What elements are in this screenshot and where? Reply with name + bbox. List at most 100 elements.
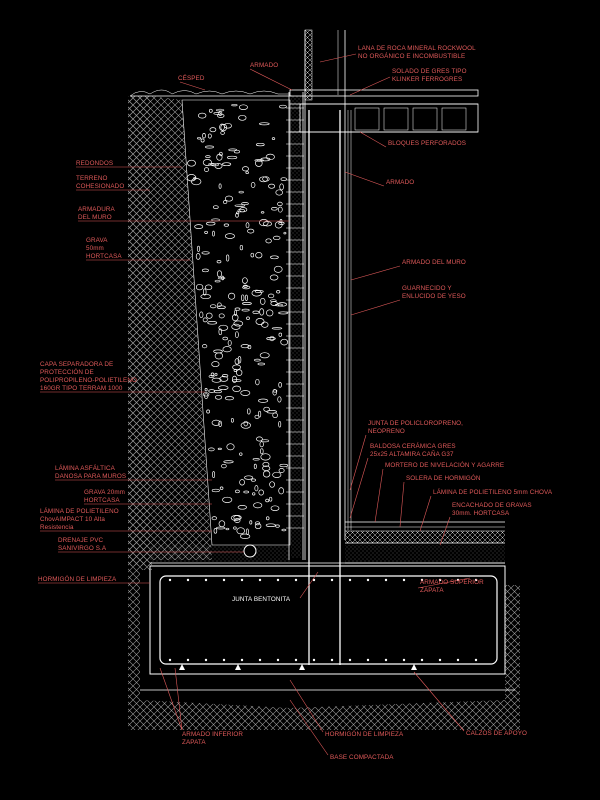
gravel-stone (213, 390, 222, 394)
label-grava-3: HORTCASA (86, 253, 122, 260)
gravel-stone (274, 221, 283, 229)
label-armado-top: ARMADO (250, 62, 278, 69)
gravel-stone (231, 323, 241, 330)
gravel-stone (238, 190, 244, 194)
gravel-stone (259, 308, 265, 316)
gravel-stone (280, 338, 289, 346)
rebar-section (366, 578, 370, 582)
gravel-stone (279, 463, 289, 468)
gravel-stone (226, 443, 235, 451)
gravel-stone (206, 312, 213, 319)
gravel-stone (218, 328, 223, 336)
gravel-stone (265, 498, 270, 503)
gravel-stone (252, 492, 256, 496)
label-base: BASE COMPACTADA (330, 754, 394, 761)
rebar-section (420, 658, 424, 662)
gravel-stone (202, 133, 206, 139)
gravel-stone (208, 447, 215, 452)
label-armadura-2: DEL MURO (78, 214, 112, 221)
gravel-stone (244, 294, 248, 301)
gravel-stone (268, 183, 276, 189)
gravel-stone (266, 410, 277, 414)
gravel-stone (212, 230, 215, 237)
gravel-stone (241, 294, 245, 302)
label-armado-mid: ARMADO (386, 179, 414, 186)
gravel-stone (279, 104, 287, 109)
leader-line (349, 76, 391, 96)
gravel-stone (202, 392, 210, 397)
leader-line (419, 495, 432, 532)
label-armado-sup-2: ZAPATA (420, 587, 444, 594)
gravel-stone (271, 327, 283, 330)
label-baldosa-1: BALDOSA CERÁMICA GRES (370, 441, 456, 450)
label-calzos: CALZOS DE APOYO (466, 730, 527, 737)
gravel-stone (239, 533, 251, 539)
gravel-stone (254, 523, 262, 530)
gravel-stone (278, 332, 283, 337)
gravel-stone (221, 275, 225, 281)
gravel-stone (238, 114, 247, 121)
gravel-stone (270, 505, 280, 511)
gravel-stone (213, 112, 222, 115)
pvc-drain (243, 544, 257, 558)
gravel-stone (281, 528, 287, 532)
leader-line (174, 667, 183, 731)
gravel-stone (200, 138, 205, 143)
gravel-stone (186, 174, 197, 182)
gravel-stone (254, 521, 261, 526)
label-armado-inf-2: ZAPATA (182, 739, 206, 746)
gravel-stone (254, 358, 261, 362)
rebar-section (330, 578, 334, 582)
retaining-wall (286, 29, 352, 665)
rebar-section (186, 578, 190, 582)
gravel-stone (250, 478, 256, 482)
rebar-section (330, 658, 334, 662)
rebar-section (438, 658, 442, 662)
rebar-section (402, 578, 406, 582)
leader-line (399, 481, 405, 528)
gravel-stone (245, 171, 249, 174)
gravel-stone (233, 320, 244, 327)
gravel-stone (252, 458, 260, 461)
gravel-stone (250, 182, 256, 188)
gravel-stone (247, 408, 251, 415)
rebar-section (276, 658, 280, 662)
label-terreno-2: COHESIONADO (76, 183, 124, 190)
gravel-stone (221, 463, 227, 469)
gravel-stone (280, 177, 287, 181)
gravel-stone (266, 337, 276, 341)
label-solera: SOLERA DE HORMIGÓN (406, 473, 481, 482)
gravel-stone (212, 205, 219, 209)
gravel-stone (187, 159, 196, 167)
gravel-stone (228, 148, 238, 152)
gravel-stone (260, 211, 265, 214)
gravel-stone (219, 123, 225, 131)
leader-line (289, 699, 329, 756)
leader-line (159, 667, 183, 731)
gravel-stone (230, 417, 234, 423)
gravel-stone (277, 396, 282, 403)
label-lamina-asf-2: DANOSA PARA MUROS (55, 473, 126, 480)
upper-floor-slab (289, 89, 479, 133)
gravel-stone (209, 127, 217, 133)
leader-line (289, 679, 324, 733)
gravel-stone (243, 490, 250, 494)
leader-line (350, 299, 401, 316)
gravel-stone (217, 113, 225, 118)
gravel-stone (242, 277, 248, 284)
rebar-section (168, 658, 172, 662)
gravel-stone (241, 202, 249, 206)
gravel-stone (278, 487, 285, 495)
rebar-section (294, 578, 298, 582)
gravel-stone (197, 136, 202, 140)
gravel-stone (206, 409, 210, 414)
gravel-stone (239, 244, 244, 251)
gravel-stone (254, 290, 264, 293)
gravel-stone (278, 221, 285, 225)
gravel-stone (262, 461, 270, 467)
gravel-stone (272, 471, 282, 478)
gravel-stone (209, 304, 217, 309)
gravel-stone (240, 390, 251, 396)
rebar-section (402, 658, 406, 662)
leader-line (179, 81, 206, 91)
